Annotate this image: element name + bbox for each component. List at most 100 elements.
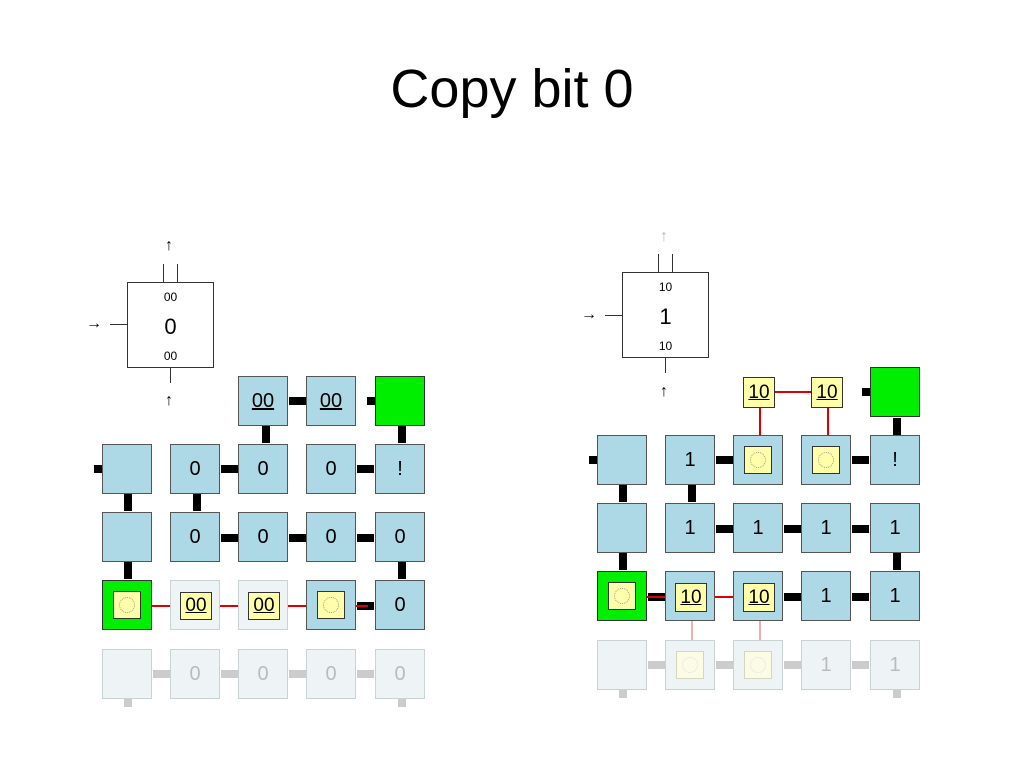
link [153, 670, 170, 678]
link [716, 661, 733, 669]
cell-value: 1 [684, 448, 696, 471]
grid-cell: 1 [801, 503, 851, 553]
signal-wire [775, 391, 811, 393]
cell-value: 1 [889, 653, 901, 676]
link [398, 562, 406, 579]
grid-cell: 00 [306, 376, 356, 426]
cell-value: 1 [752, 516, 764, 539]
grid-cell: 0 [306, 444, 356, 494]
signal-box: 00 [180, 592, 212, 620]
grid-cell: ! [375, 444, 425, 494]
signal-box [744, 446, 772, 474]
left-processor-top-value: 00 [163, 290, 178, 304]
link [619, 485, 627, 502]
signal-box [812, 446, 840, 474]
link [289, 670, 306, 678]
grid-cell [306, 580, 356, 630]
left-processor-bottom-value: 00 [163, 349, 178, 363]
empty-signal-icon [818, 452, 834, 468]
link [221, 465, 238, 473]
grid-cell: 0 [238, 512, 288, 562]
grid-cell: 1 [870, 640, 920, 690]
cell-value: 0 [394, 525, 406, 548]
link [124, 494, 132, 511]
left-proc-top-port-b [177, 264, 178, 282]
cell-value: 0 [189, 525, 201, 548]
signal-box: 10 [743, 583, 775, 612]
link [619, 690, 627, 698]
signal-wire [827, 408, 829, 448]
link [398, 699, 406, 707]
arrow-up-icon: ↑ [660, 228, 668, 245]
arrow-right-icon: → [581, 306, 597, 323]
link [784, 593, 801, 601]
grid-cell: 1 [870, 503, 920, 553]
cell-value: 0 [257, 457, 269, 480]
link [221, 534, 238, 542]
cell-value: 1 [820, 516, 832, 539]
grid-cell [597, 435, 647, 485]
arrow-up-icon: ↑ [660, 383, 668, 400]
link [688, 485, 696, 502]
link [716, 456, 733, 464]
signal-box: 00 [248, 592, 280, 620]
link [852, 593, 869, 601]
link [124, 699, 132, 707]
right-proc-top-port-b [672, 254, 673, 272]
link [367, 397, 375, 405]
link [398, 426, 406, 443]
cell-value: ! [397, 457, 403, 480]
signal-wire [691, 612, 693, 658]
signal-value: 10 [816, 381, 838, 403]
link [94, 465, 102, 473]
signal-value: 10 [680, 586, 702, 608]
signal-wire [759, 408, 761, 448]
grid-cell [733, 640, 783, 690]
left-processor-box: 00 0 00 [127, 282, 214, 368]
link [289, 397, 306, 405]
signal-box [744, 651, 772, 679]
link [221, 670, 238, 678]
grid-cell: 0 [306, 649, 356, 699]
link [716, 525, 733, 533]
signal-box [317, 591, 345, 619]
link [852, 525, 869, 533]
arrow-right-icon: → [86, 315, 102, 332]
right-proc-left-port [605, 315, 622, 316]
link [893, 418, 901, 435]
signal-box [113, 591, 141, 619]
slide-title: Copy bit 0 [390, 59, 634, 119]
grid-cell: 0 [170, 512, 220, 562]
signal-box [608, 582, 636, 610]
arrow-up-icon: ↑ [165, 237, 173, 254]
empty-signal-icon [750, 657, 766, 673]
link [619, 553, 627, 570]
cell-value: 1 [820, 653, 832, 676]
right-processor-box: 10 1 10 [622, 272, 709, 358]
empty-signal-icon [119, 597, 135, 613]
link [357, 534, 374, 542]
signal-value: 00 [253, 595, 275, 616]
grid-cell [597, 640, 647, 690]
link [893, 690, 901, 698]
grid-cell: 1 [801, 640, 851, 690]
right-processor-top-value: 10 [658, 280, 673, 294]
cell-value: 1 [820, 584, 832, 607]
signal-box [676, 651, 704, 679]
empty-signal-icon [750, 452, 766, 468]
link [289, 534, 306, 542]
cell-value: 0 [394, 593, 406, 616]
cell-value: 0 [257, 525, 269, 548]
link [357, 465, 374, 473]
head-cell [870, 367, 920, 417]
grid-cell: 0 [306, 512, 356, 562]
grid-cell: 0 [170, 649, 220, 699]
cell-value: 1 [889, 584, 901, 607]
link [648, 661, 665, 669]
grid-cell: 0 [170, 444, 220, 494]
link [193, 494, 201, 511]
empty-signal-icon [614, 588, 630, 604]
grid-cell [665, 640, 715, 690]
grid-cell [102, 649, 152, 699]
grid-cell: 0 [375, 649, 425, 699]
